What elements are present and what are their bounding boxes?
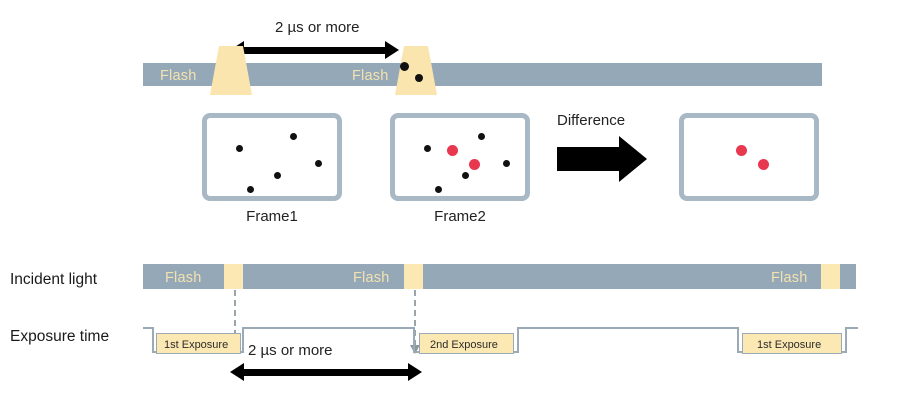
- timing-row-label-incident-light: Incident light: [10, 271, 98, 288]
- flash-beam-1-icon: [210, 46, 252, 95]
- frame1-dot-3: [315, 160, 322, 167]
- exposure-pulse-1-label: 1st Exposure: [164, 339, 229, 351]
- top-flash-label-2: Flash: [352, 68, 389, 84]
- flash-beam-2-icon: [395, 46, 437, 95]
- result-red-dot-2: [758, 159, 769, 170]
- frame2-dot-5: [435, 186, 442, 193]
- exposure-pulse-2: 2nd Exposure: [419, 333, 514, 354]
- exposure-pulse-3: 1st Exposure: [742, 333, 842, 354]
- timing-interval-label: 2 µs or more: [248, 342, 333, 359]
- timing-connector-arrow-2: [410, 345, 420, 354]
- timing-connector-line-1: [234, 290, 236, 346]
- result-red-dot-1: [736, 145, 747, 156]
- exposure-pulse-3-label: 1st Exposure: [757, 339, 822, 351]
- frame2-red-dot-2: [469, 159, 480, 170]
- frame2-dot-3: [503, 160, 510, 167]
- frame1-caption: Frame1: [246, 208, 298, 225]
- frame1-dot-1: [236, 145, 243, 152]
- frame1-dot-5: [247, 186, 254, 193]
- timing-connector-line-2: [414, 290, 416, 346]
- frame1-dot-2: [290, 133, 297, 140]
- frame2-dot-1: [424, 145, 431, 152]
- frame1-dot-4: [274, 172, 281, 179]
- exposure-pulse-2-label: 2nd Exposure: [430, 339, 498, 351]
- top-flash-label-1: Flash: [160, 68, 197, 84]
- difference-label: Difference: [557, 112, 626, 129]
- top-interval-label: 2 µs or more: [275, 19, 360, 36]
- frame2-dot-2: [478, 133, 485, 140]
- timing-flash-block-3: [821, 264, 840, 289]
- timing-flash-label-2: Flash: [353, 270, 390, 286]
- difference-result-frame: [679, 113, 819, 201]
- frame2-box: [390, 113, 530, 201]
- exposure-pulse-1: 1st Exposure: [156, 333, 241, 354]
- timing-flash-label-3: Flash: [771, 270, 808, 286]
- frame2-red-dot-1: [447, 145, 458, 156]
- timing-flash-block-1: [224, 264, 243, 289]
- top-incident-light-bar: [143, 63, 822, 86]
- timing-flash-label-1: Flash: [165, 270, 202, 286]
- frame2-dot-4: [462, 172, 469, 179]
- frame2-caption: Frame2: [434, 208, 486, 225]
- timing-flash-block-2: [404, 264, 423, 289]
- timing-row-label-exposure-time: Exposure time: [10, 328, 110, 345]
- timing-incident-light-bar: [143, 264, 856, 289]
- frame1-box: [202, 113, 342, 201]
- flash-particle-1: [400, 62, 409, 71]
- flash-particle-2: [415, 74, 423, 82]
